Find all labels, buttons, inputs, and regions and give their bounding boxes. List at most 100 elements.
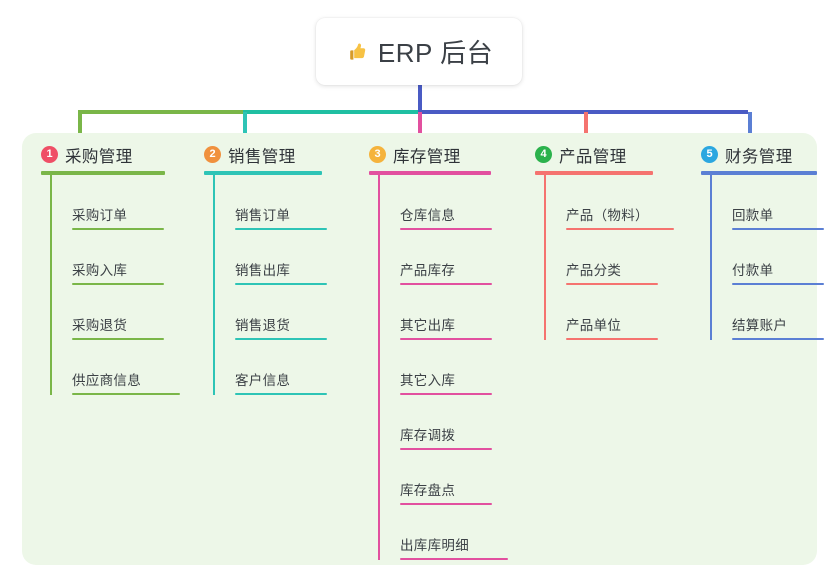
branch-item-label: 回款单 <box>732 208 774 223</box>
branch-item-rule <box>566 283 658 285</box>
branch-header-rule <box>204 171 322 175</box>
branch-item-label: 采购订单 <box>72 208 128 223</box>
branch-drop-5 <box>748 112 752 146</box>
branch-item-label: 采购退货 <box>72 318 128 333</box>
branch-item-rule <box>235 393 327 395</box>
branch-item-rule <box>400 448 492 450</box>
branch-drop-1 <box>78 112 82 146</box>
branch-spine <box>213 175 215 395</box>
branch-item-rule <box>400 228 492 230</box>
branch-item-label: 产品（物料） <box>566 208 649 223</box>
branch-drop-4 <box>584 112 588 146</box>
branch-item[interactable]: 库存盘点 <box>378 450 518 505</box>
bus-connector-left <box>78 110 245 114</box>
branch-item-rule <box>235 338 327 340</box>
branch-item[interactable]: 产品库存 <box>378 230 518 285</box>
branch-item-label: 客户信息 <box>235 373 291 388</box>
branch-header-4[interactable]: 4 产品管理 <box>535 133 682 171</box>
branch-column-5: 5 财务管理回款单付款单结算账户 <box>682 133 824 565</box>
branch-item-list: 销售订单销售出库销售退货客户信息 <box>213 175 352 395</box>
branch-item-label: 采购入库 <box>72 263 128 278</box>
branch-item-rule <box>72 338 164 340</box>
branch-item-rule <box>732 283 824 285</box>
branch-column-2: 2 销售管理销售订单销售出库销售退货客户信息 <box>188 133 352 565</box>
branch-title-label: 销售管理 <box>228 147 296 166</box>
branch-title-label: 财务管理 <box>725 147 793 166</box>
branch-column-4: 4 产品管理产品（物料） 产品分类产品单位 <box>518 133 682 565</box>
branch-title-label: 库存管理 <box>393 147 461 166</box>
branch-item[interactable]: 其它入库 <box>378 340 518 395</box>
branch-number-badge: 3 <box>369 146 386 163</box>
branch-item[interactable]: 库存调拨 <box>378 395 518 450</box>
branch-item-label: 结算账户 <box>732 318 788 333</box>
branch-item-list: 回款单付款单结算账户 <box>710 175 824 340</box>
branch-item-label: 供应商信息 <box>72 373 141 388</box>
branch-item[interactable]: 销售订单 <box>213 175 352 230</box>
branch-item[interactable]: 销售出库 <box>213 230 352 285</box>
branch-item-label: 付款单 <box>732 263 774 278</box>
branch-header-rule <box>701 171 817 175</box>
branch-item[interactable]: 采购订单 <box>50 175 188 230</box>
branch-item[interactable]: 供应商信息 <box>50 340 188 395</box>
branch-header-1[interactable]: 1 采购管理 <box>41 133 188 171</box>
branch-item-rule <box>72 393 180 395</box>
branch-header-rule <box>41 171 165 175</box>
branch-item-rule <box>400 283 492 285</box>
branch-item[interactable]: 销售退货 <box>213 285 352 340</box>
branch-item-label: 库存调拨 <box>400 428 456 443</box>
branch-item-rule <box>732 228 824 230</box>
branch-item-label: 其它出库 <box>400 318 456 333</box>
branch-drop-3 <box>418 112 422 146</box>
branch-item[interactable]: 采购退货 <box>50 285 188 340</box>
branch-item[interactable]: 采购入库 <box>50 230 188 285</box>
branch-title-label: 产品管理 <box>559 147 627 166</box>
branch-title-label: 采购管理 <box>65 147 133 166</box>
root-node-card[interactable]: ERP 后台 <box>316 18 522 85</box>
branch-item-rule <box>235 283 327 285</box>
bus-connector-right <box>418 110 748 114</box>
branch-item[interactable]: 回款单 <box>710 175 824 230</box>
branch-item-rule <box>400 503 492 505</box>
branch-item[interactable]: 仓库信息 <box>378 175 518 230</box>
branch-item[interactable]: 其它出库 <box>378 285 518 340</box>
branch-item-list: 产品（物料） 产品分类产品单位 <box>544 175 682 340</box>
branch-item-rule <box>732 338 824 340</box>
branch-header-2[interactable]: 2 销售管理 <box>204 133 352 171</box>
branch-item[interactable]: 客户信息 <box>213 340 352 395</box>
branch-column-1: 1 采购管理采购订单采购入库采购退货供应商信息 <box>22 133 188 565</box>
branch-item-label: 产品库存 <box>400 263 456 278</box>
branch-item-label: 产品分类 <box>566 263 622 278</box>
branch-header-5[interactable]: 5 财务管理 <box>701 133 817 171</box>
branch-item-list: 采购订单采购入库采购退货供应商信息 <box>50 175 188 395</box>
branch-spine <box>544 175 546 340</box>
branch-number-badge: 4 <box>535 146 552 163</box>
branch-item-rule <box>235 228 327 230</box>
branch-number-badge: 1 <box>41 146 58 163</box>
branch-item-rule <box>400 558 508 560</box>
branch-item[interactable]: 产品（物料） <box>544 175 682 230</box>
bus-connector-middle <box>243 110 420 114</box>
thumbs-up-icon <box>345 40 369 64</box>
branch-item[interactable]: 出库库明细 <box>378 505 518 560</box>
branch-item-rule <box>566 228 674 230</box>
branches-panel <box>22 133 817 565</box>
branch-item-label: 销售退货 <box>235 318 291 333</box>
branch-item-label: 仓库信息 <box>400 208 456 223</box>
branch-item-label: 库存盘点 <box>400 483 456 498</box>
branch-number-badge: 2 <box>204 146 221 163</box>
branch-item-label: 销售出库 <box>235 263 291 278</box>
branch-spine <box>710 175 712 340</box>
branch-item[interactable]: 结算账户 <box>710 285 824 340</box>
branch-header-3[interactable]: 3 库存管理 <box>369 133 518 171</box>
branch-spine <box>378 175 380 560</box>
branch-item[interactable]: 产品分类 <box>544 230 682 285</box>
branch-item-list: 仓库信息产品库存其它出库其它入库库存调拨库存盘点出库库明细 <box>378 175 518 560</box>
branch-column-3: 3 库存管理仓库信息产品库存其它出库其它入库库存调拨库存盘点出库库明细 <box>352 133 518 565</box>
branch-header-rule <box>535 171 653 175</box>
branch-item[interactable]: 产品单位 <box>544 285 682 340</box>
branch-item[interactable]: 付款单 <box>710 230 824 285</box>
branch-spine <box>50 175 52 395</box>
branch-item-label: 出库库明细 <box>400 538 469 553</box>
branch-number-badge: 5 <box>701 146 718 163</box>
